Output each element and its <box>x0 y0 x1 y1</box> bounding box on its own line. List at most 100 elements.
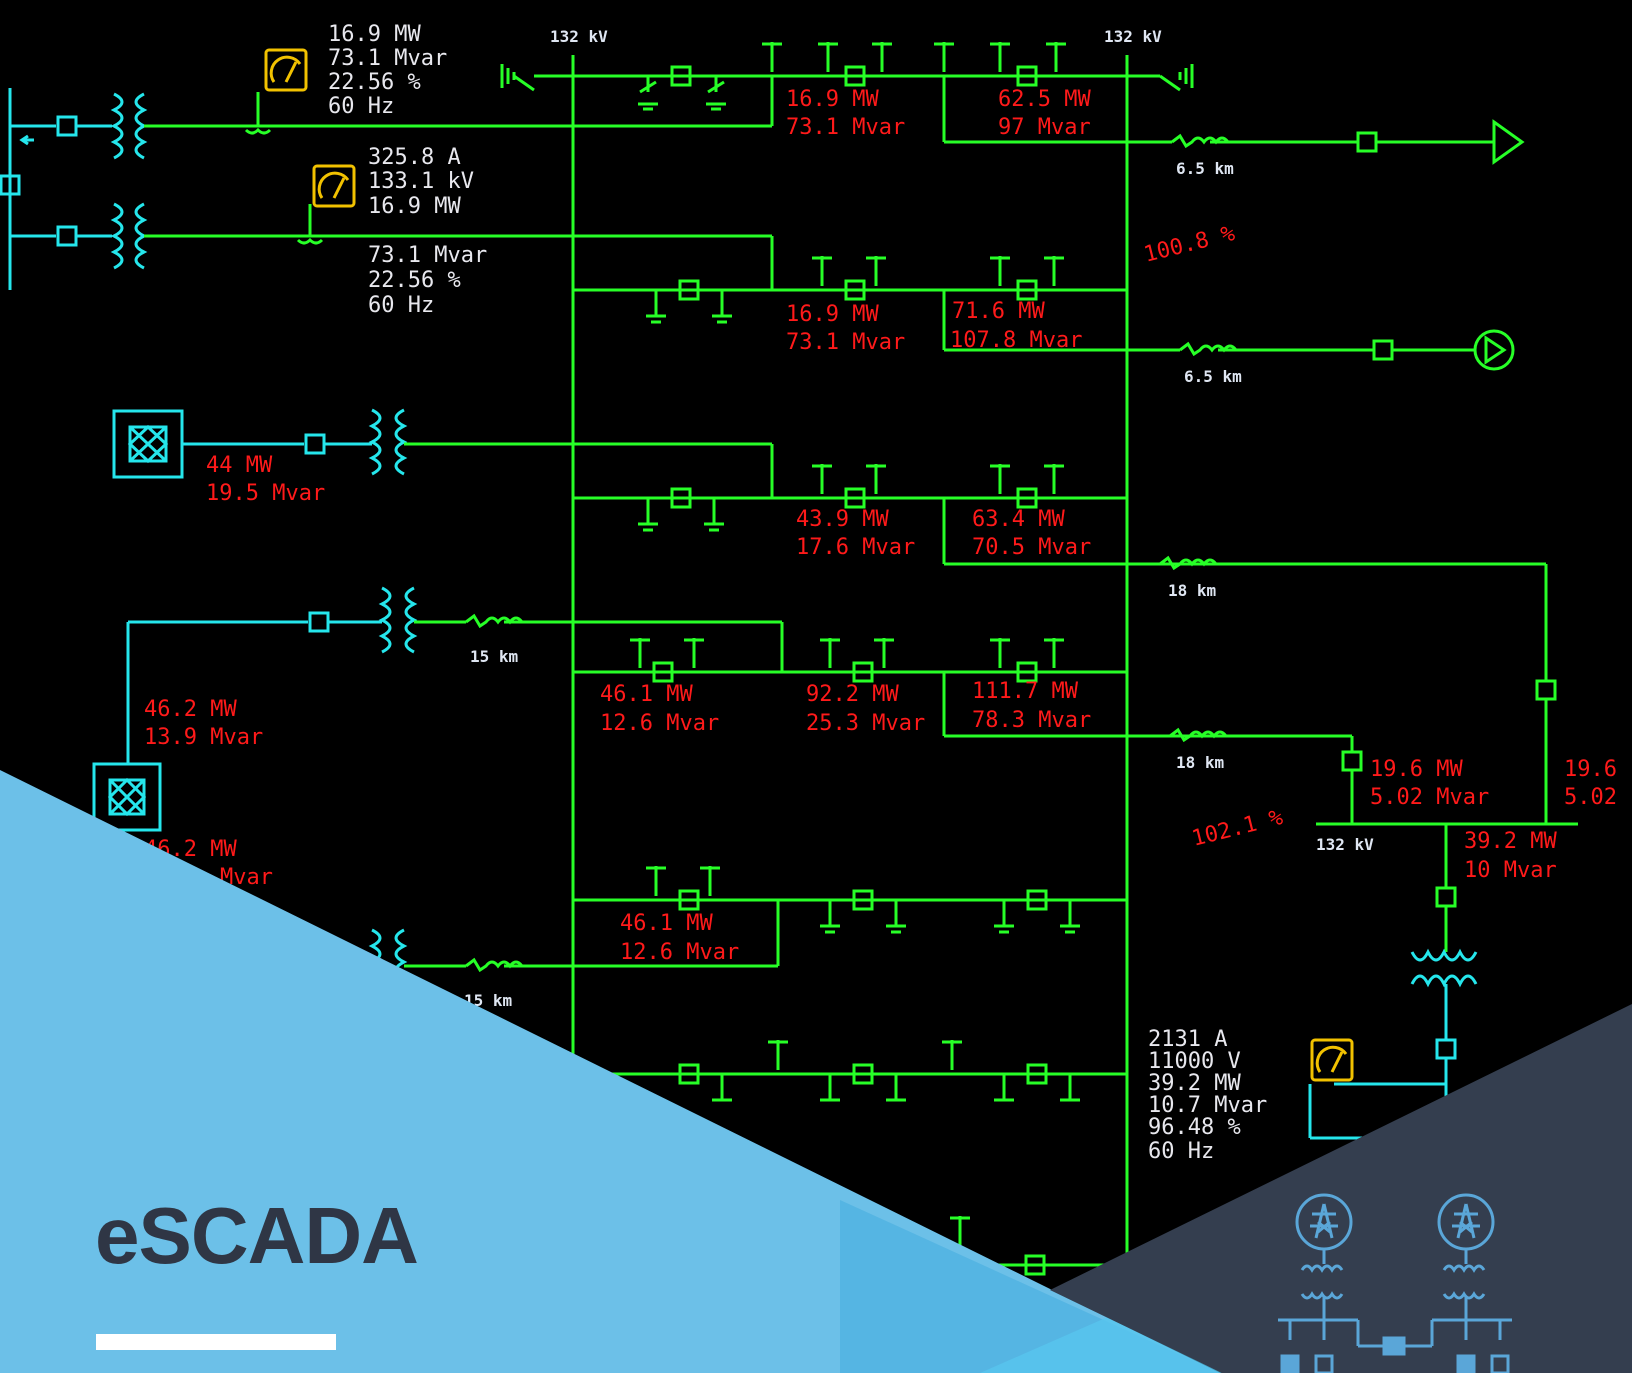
earth-switch-icon <box>820 1074 840 1102</box>
meter-reading: 2131 A <box>1148 1027 1227 1052</box>
meter-reading: 96.48 % <box>1148 1115 1241 1140</box>
brand-title: eSCADA <box>95 1191 419 1280</box>
breaker-icon[interactable] <box>852 661 874 683</box>
flow-value: 97 Mvar <box>998 115 1091 140</box>
left-bus-voltage-label: 132 kV <box>550 27 608 46</box>
earth-switch-icon <box>684 638 704 668</box>
earth-switch-icon <box>646 866 666 896</box>
flow-value: 25.3 Mvar <box>806 711 925 736</box>
line-length-label: 6.5 km <box>1184 367 1242 386</box>
ground-icon <box>1159 64 1194 92</box>
line-length-label: 15 km <box>464 991 513 1010</box>
feeder-row-3[interactable] <box>573 464 1557 824</box>
flow-value: 13.9 Mvar <box>144 725 263 750</box>
breaker-icon[interactable] <box>844 279 866 301</box>
meter-reading: 73.1 Mvar <box>328 46 447 71</box>
breaker-icon[interactable] <box>0 174 21 196</box>
flow-value: 39.2 MW <box>1464 829 1557 854</box>
earth-switch-icon <box>990 42 1010 72</box>
breaker-icon[interactable] <box>852 889 874 911</box>
breaker-icon[interactable] <box>1016 661 1038 683</box>
transmission-tower-icon <box>1278 1193 1512 1373</box>
earth-switch-icon <box>646 290 666 324</box>
flow-value: 19.6 <box>1564 757 1617 782</box>
earth-switch-icon <box>768 1040 788 1070</box>
meter-reading: 60 Hz <box>368 293 434 318</box>
transformer-icon <box>368 408 408 476</box>
earth-switch-icon <box>820 638 840 668</box>
breaker-icon[interactable] <box>852 1063 874 1085</box>
earth-switch-icon <box>934 42 954 72</box>
flow-value: 73.1 Mvar <box>786 330 905 355</box>
earth-switch-icon <box>994 1074 1014 1102</box>
flow-value: 63.4 MW <box>972 507 1065 532</box>
breaker-icon[interactable] <box>844 487 866 509</box>
meter-reading: 10.7 Mvar <box>1148 1093 1267 1118</box>
breaker-icon[interactable] <box>652 661 674 683</box>
meter-reading: 60 Hz <box>328 94 394 119</box>
flow-value: 10 Mvar <box>1464 858 1557 883</box>
earth-switch-icon <box>820 900 840 934</box>
earth-switch-icon <box>638 76 658 111</box>
flow-value: 19.6 MW <box>1370 757 1463 782</box>
line-to-motor[interactable] <box>1127 329 1515 371</box>
transformer-icon <box>378 586 418 654</box>
meter-reading: 39.2 MW <box>1148 1071 1241 1096</box>
flow-value: 16.9 MW <box>786 87 879 112</box>
feeder-row-1[interactable] <box>500 42 1194 144</box>
earth-switch-icon <box>812 256 832 286</box>
earth-switch-icon <box>638 498 658 532</box>
flow-value: 111.7 MW <box>972 679 1079 704</box>
flow-value: 71.6 MW <box>952 299 1045 324</box>
feeder-row-2[interactable] <box>573 256 1127 352</box>
motor-icon <box>1473 329 1515 371</box>
breaker-icon[interactable] <box>1016 279 1038 301</box>
flow-value: 12.6 Mvar <box>620 940 739 965</box>
breaker-icon[interactable] <box>1026 889 1048 911</box>
breaker-icon[interactable] <box>844 65 866 87</box>
earth-switch-icon <box>942 1040 962 1070</box>
meter-icon[interactable] <box>312 164 356 208</box>
feeder-row-5[interactable] <box>573 866 1127 968</box>
meter-reading: 325.8 A <box>368 145 461 170</box>
breaker-icon[interactable] <box>1026 1063 1048 1085</box>
earth-switch-icon <box>990 256 1010 286</box>
line-length-label: 18 km <box>1176 753 1225 772</box>
meter-icon[interactable] <box>1310 1038 1354 1082</box>
flow-value: 16.9 MW <box>786 302 879 327</box>
breaker-icon[interactable] <box>1016 65 1038 87</box>
breaker-icon[interactable] <box>678 1063 700 1085</box>
flow-value: 44 MW <box>206 453 273 478</box>
breaker-icon[interactable] <box>678 279 700 301</box>
breaker-icon[interactable] <box>670 487 692 509</box>
line-length-label: 18 km <box>1168 581 1217 600</box>
meter-icon[interactable] <box>264 48 308 92</box>
brand-band-dark <box>1050 1004 1632 1373</box>
generator-icon[interactable] <box>92 762 162 832</box>
earth-switch-icon <box>874 638 894 668</box>
earth-switch-icon <box>866 464 886 494</box>
flow-value: 62.5 MW <box>998 87 1091 112</box>
breaker-icon[interactable] <box>678 889 700 911</box>
breaker-icon[interactable] <box>1016 487 1038 509</box>
brand-underline <box>96 1334 336 1350</box>
feeder-row-4[interactable] <box>573 638 1363 824</box>
line-to-load-1[interactable] <box>1127 119 1525 165</box>
meter-reading: 16.9 MW <box>328 22 421 47</box>
meter-reading: 73.1 Mvar <box>368 243 487 268</box>
meter-reading: 22.56 % <box>328 70 421 95</box>
meter-reading: 22.56 % <box>368 268 461 293</box>
load-arrow-icon <box>1492 119 1525 165</box>
flow-value: 46.1 MW <box>600 682 693 707</box>
line-length-label: 15 km <box>470 647 519 666</box>
earth-switch-icon <box>712 290 732 324</box>
earth-switch-icon <box>1044 256 1064 286</box>
line-length-label: 6.5 km <box>1176 159 1234 178</box>
flow-value: 5.02 Mvar <box>1370 785 1489 810</box>
left-cyan-bus[interactable] <box>0 88 112 290</box>
ground-icon <box>500 64 535 92</box>
feeder-row-6[interactable] <box>573 1040 1127 1102</box>
earth-switch-icon <box>706 76 726 111</box>
breaker-icon[interactable] <box>670 65 692 87</box>
flow-value: 5.02 <box>1564 785 1617 810</box>
